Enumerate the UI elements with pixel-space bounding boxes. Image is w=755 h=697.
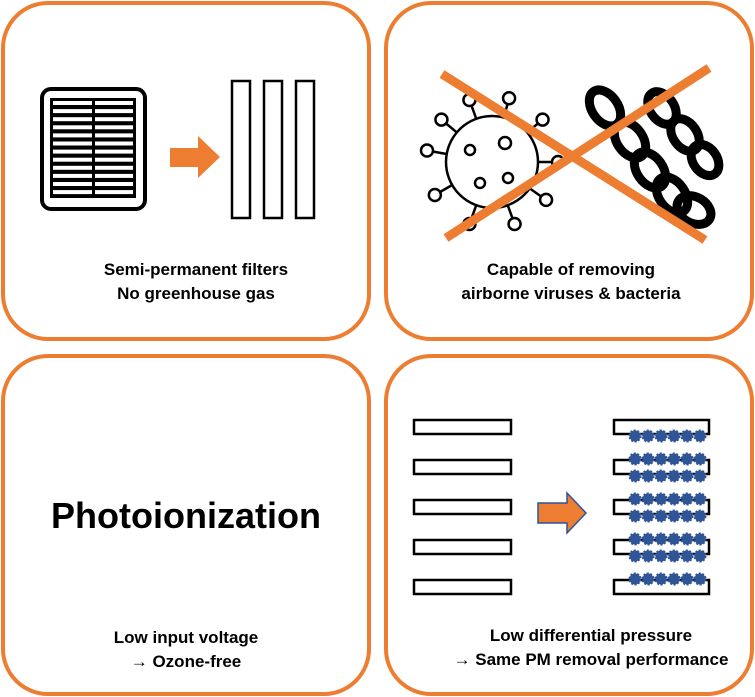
particle [654,532,668,546]
particle [667,532,681,546]
panel-pressure-caption: Low differential pressure→ Same PM remov… [453,626,729,669]
particle [654,452,668,466]
panel-photoionization [1,354,371,696]
particle [667,452,681,466]
bacteria-chain-icon [584,85,724,229]
particle [628,469,642,483]
particle [680,532,694,546]
panel-photoionization-caption: Low input voltage→ Ozone-free [113,628,259,671]
particle [641,492,655,506]
particle [641,452,655,466]
particle [641,549,655,563]
particle [693,492,707,506]
particle [628,549,642,563]
particle [693,532,707,546]
plate-filters-icon [230,79,316,220]
particle [654,492,668,506]
particle [654,549,668,563]
panel-viruses [384,1,754,341]
particle [628,492,642,506]
arrow-right-icon [170,136,220,178]
arrow-right-icon [537,491,588,535]
particle [680,452,694,466]
particle [680,572,694,586]
particle [628,572,642,586]
particle [693,452,707,466]
particle [667,429,681,443]
particle [628,532,642,546]
panel-pressure [384,354,754,696]
particle [628,509,642,523]
particle [654,429,668,443]
particle [693,429,707,443]
particle [641,469,655,483]
particle [628,452,642,466]
loaded-plates-icon [612,418,711,596]
particle [693,469,707,483]
particle [654,469,668,483]
particle [693,549,707,563]
particle [654,509,668,523]
panel-filters [1,1,371,341]
particle [680,469,694,483]
cross-out-icon [439,64,712,244]
particle [667,492,681,506]
particle [628,429,642,443]
air-filter-icon [40,87,147,211]
particle [654,572,668,586]
particle [680,509,694,523]
particle [680,549,694,563]
particle [667,572,681,586]
particle [641,509,655,523]
particle [667,549,681,563]
particle [680,492,694,506]
particle [667,509,681,523]
particle [667,469,681,483]
particle [693,509,707,523]
particle [641,429,655,443]
particle [693,572,707,586]
photoionization-title: Photoionization [51,495,321,536]
particle [641,532,655,546]
particle [641,572,655,586]
particle [680,429,694,443]
clean-plates-icon [412,418,513,596]
